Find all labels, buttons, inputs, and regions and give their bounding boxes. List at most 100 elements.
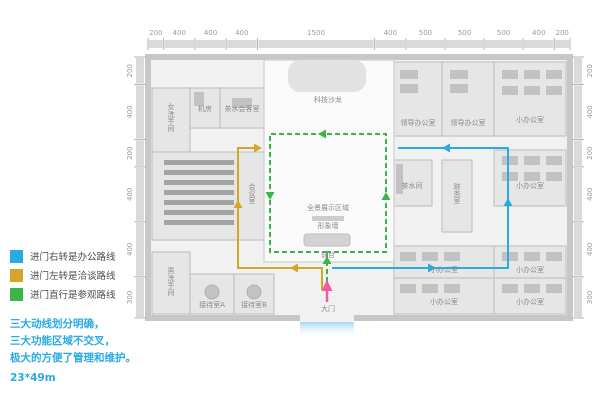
door-opening <box>300 314 354 322</box>
dim-number: 200 <box>126 146 134 159</box>
room-label: 财务室 <box>454 182 461 205</box>
dim-number: 200 <box>149 29 162 37</box>
legend-item-tour: 进门直行是参观路线 <box>10 287 116 301</box>
legend-label-tour: 进门直行是参观路线 <box>30 290 116 301</box>
room-label: 小办公室 <box>516 297 544 306</box>
description-line-1: 三大动线划分明确， <box>10 318 105 330</box>
image-wall <box>312 216 344 221</box>
room-label: 会议室 <box>249 182 256 205</box>
dim-segment <box>164 40 194 48</box>
dim-number: 400 <box>126 188 134 201</box>
entrance <box>300 314 354 338</box>
dim-number: 400 <box>204 29 217 37</box>
office-route <box>332 143 513 273</box>
office-desks <box>194 70 562 300</box>
room-label: 接待室A <box>199 300 225 309</box>
room-conference <box>151 151 265 241</box>
dim-segment <box>524 40 554 48</box>
dim-number: 400 <box>384 29 397 37</box>
entrance-ramp <box>300 322 354 338</box>
dim-number: 500 <box>419 29 432 37</box>
dim-number: 200 <box>555 29 568 37</box>
dim-number: 400 <box>126 243 134 256</box>
route-legend: 进门右转是办公路线 进门左转是洽谈路线 进门直行是参观路线 <box>10 249 116 306</box>
dim-number: 400 <box>532 29 545 37</box>
front-desk <box>303 233 351 247</box>
dim-number: 400 <box>173 29 186 37</box>
dim-number: 400 <box>235 29 248 37</box>
negotiation-route-swatch <box>10 268 23 282</box>
room-label: 小办公室 <box>430 265 458 274</box>
dim-segment <box>485 40 523 48</box>
dim-segment <box>445 40 484 48</box>
stage-platform <box>288 60 366 92</box>
room-label: 小办公室 <box>516 115 544 124</box>
dim-segment <box>258 40 374 48</box>
dim-segment <box>136 222 144 276</box>
dim-number: 500 <box>458 29 471 37</box>
room-label: 接待室B <box>241 300 267 309</box>
dim-number: 500 <box>497 29 510 37</box>
dim-segment <box>406 40 444 48</box>
dim-segment <box>149 40 163 48</box>
legend-item-negotiation: 进门左转是洽谈路线 <box>10 268 116 282</box>
dimension-layer: 200 400 400 400 1500 400 500 500 500 400 200 200 400… <box>126 29 594 319</box>
dim-segment <box>574 167 582 221</box>
dim-segment <box>136 85 144 139</box>
room-womens-restroom <box>151 87 191 153</box>
room-label: 女洗手间 <box>168 102 175 133</box>
tour-route-swatch <box>10 287 23 301</box>
round-table <box>204 284 220 300</box>
room-label: 领导办公室 <box>451 118 486 127</box>
dim-segment <box>195 40 226 48</box>
legend-label-negotiation: 进门左转是洽谈路线 <box>30 271 116 282</box>
room-label: 前台 <box>321 250 335 259</box>
round-table <box>246 284 262 300</box>
description-line-3: 极大的方便了管理和维护。 <box>10 352 136 364</box>
dim-number: 400 <box>126 105 134 118</box>
dim-number: 200 <box>586 64 594 77</box>
office-route-swatch <box>10 249 23 263</box>
room-finance <box>441 159 473 233</box>
dim-segment <box>574 85 582 139</box>
room-mens-restroom <box>151 251 191 315</box>
rooms <box>151 61 567 315</box>
room-reception-b <box>233 273 275 315</box>
plan-size: 23*49m <box>10 372 56 384</box>
dim-segment <box>555 40 569 48</box>
tour-route <box>265 129 391 298</box>
room-label: 全景展示区域 <box>307 203 349 212</box>
room-label: 茶水会客室 <box>225 104 260 113</box>
dim-number: 200 <box>586 146 594 159</box>
room-label: 茶水间 <box>402 181 423 190</box>
dim-segment <box>375 40 405 48</box>
dim-number: 300 <box>586 291 594 304</box>
room-label: 领导办公室 <box>401 118 436 127</box>
room-label: 科技沙龙 <box>314 95 342 104</box>
dim-number: 200 <box>126 64 134 77</box>
central-hall <box>263 59 395 263</box>
dim-number: 300 <box>126 291 134 304</box>
dim-number: 400 <box>586 188 594 201</box>
dim-segment <box>574 58 582 84</box>
legend-label-office: 进门右转是办公路线 <box>30 252 116 263</box>
dim-segment <box>136 140 144 166</box>
room-label: 小办公室 <box>430 297 458 306</box>
room-label: 大门 <box>321 304 335 313</box>
dim-number: 1500 <box>307 29 325 37</box>
room-label: 小办公室 <box>516 181 544 190</box>
dim-segment <box>136 277 144 317</box>
dim-segment <box>136 58 144 84</box>
negotiation-route <box>233 143 323 290</box>
dim-segment <box>574 222 582 276</box>
dim-segment <box>574 277 582 317</box>
room-label: 小办公室 <box>516 265 544 274</box>
room-label: 形象墙 <box>318 221 339 230</box>
dim-number: 400 <box>586 243 594 256</box>
hall-area <box>263 59 395 263</box>
room-label: 机房 <box>198 104 212 113</box>
dim-segment <box>136 167 144 221</box>
description-line-2: 三大功能区域不交叉， <box>10 335 115 347</box>
conference-tables <box>164 160 234 225</box>
